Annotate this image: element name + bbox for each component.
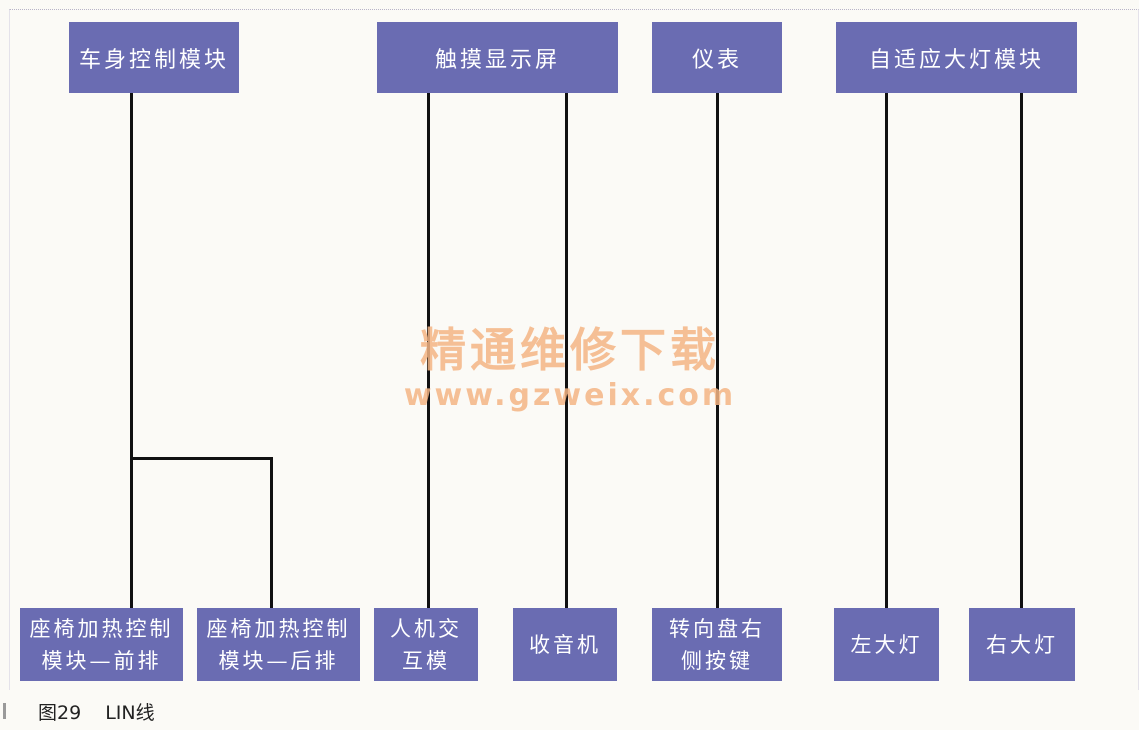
wire-bcm-seat-rear-horizontal: [130, 457, 273, 460]
wire-touch-hmi: [427, 93, 430, 608]
diagram-frame: [9, 9, 1139, 690]
module-instrument-cluster-label: 仪表: [691, 47, 742, 73]
module-seat-heat-rear: 座椅加热控制 模块—后排: [197, 608, 360, 681]
module-right-headlamp-text: 右大灯: [986, 629, 1058, 661]
module-hmi: 人机交 互模: [374, 608, 478, 681]
module-radio: 收音机: [513, 608, 617, 681]
module-adaptive-headlamp: 自适应大灯模块: [836, 22, 1077, 93]
module-steering-right-keys-text: 转向盘右 侧按键: [669, 613, 765, 677]
wire-touch-radio: [565, 93, 568, 608]
wire-afs-right-lamp: [1020, 93, 1023, 608]
module-radio-line1: 收音机: [529, 632, 601, 657]
module-hmi-line1: 人机交: [390, 616, 462, 641]
figure-number: 图29: [38, 702, 82, 724]
module-left-headlamp: 左大灯: [834, 608, 939, 681]
wire-afs-left-lamp: [885, 93, 888, 608]
module-touch-display-label: 触摸显示屏: [434, 47, 560, 73]
wire-bcm-seat-rear-vertical: [270, 457, 273, 608]
module-steering-right-keys-line2: 侧按键: [681, 648, 753, 673]
wire-bcm-seat-front: [130, 93, 133, 608]
module-steering-right-keys: 转向盘右 侧按键: [652, 608, 782, 681]
module-steering-right-keys-line1: 转向盘右: [669, 616, 765, 641]
module-body-control-label: 车身控制模块: [78, 47, 229, 73]
module-hmi-text: 人机交 互模: [390, 613, 462, 677]
module-left-headlamp-line1: 左大灯: [850, 632, 923, 657]
module-seat-heat-front-line1: 座椅加热控制: [29, 616, 174, 641]
module-right-headlamp: 右大灯: [969, 608, 1075, 681]
module-seat-heat-front: 座椅加热控制 模块—前排: [20, 608, 183, 681]
module-hmi-line2: 互模: [402, 648, 450, 673]
wire-cluster-steering: [716, 93, 719, 608]
module-seat-heat-rear-line1: 座椅加热控制: [206, 616, 351, 641]
figure-title: LIN线: [105, 702, 155, 724]
module-left-headlamp-text: 左大灯: [851, 629, 923, 661]
module-seat-heat-rear-line2: 模块—后排: [218, 648, 339, 673]
module-seat-heat-front-text: 座椅加热控制 模块—前排: [30, 613, 174, 677]
module-radio-text: 收音机: [529, 629, 601, 661]
caption-marker: [3, 703, 6, 719]
module-seat-heat-front-line2: 模块—前排: [41, 648, 162, 673]
module-adaptive-headlamp-label: 自适应大灯模块: [868, 47, 1044, 73]
module-touch-display: 触摸显示屏: [377, 22, 618, 93]
module-instrument-cluster: 仪表: [652, 22, 782, 93]
figure-caption: 图29 LIN线: [38, 698, 155, 725]
module-right-headlamp-line1: 右大灯: [986, 632, 1058, 657]
module-seat-heat-rear-text: 座椅加热控制 模块—后排: [207, 613, 351, 677]
module-body-control: 车身控制模块: [69, 22, 239, 93]
